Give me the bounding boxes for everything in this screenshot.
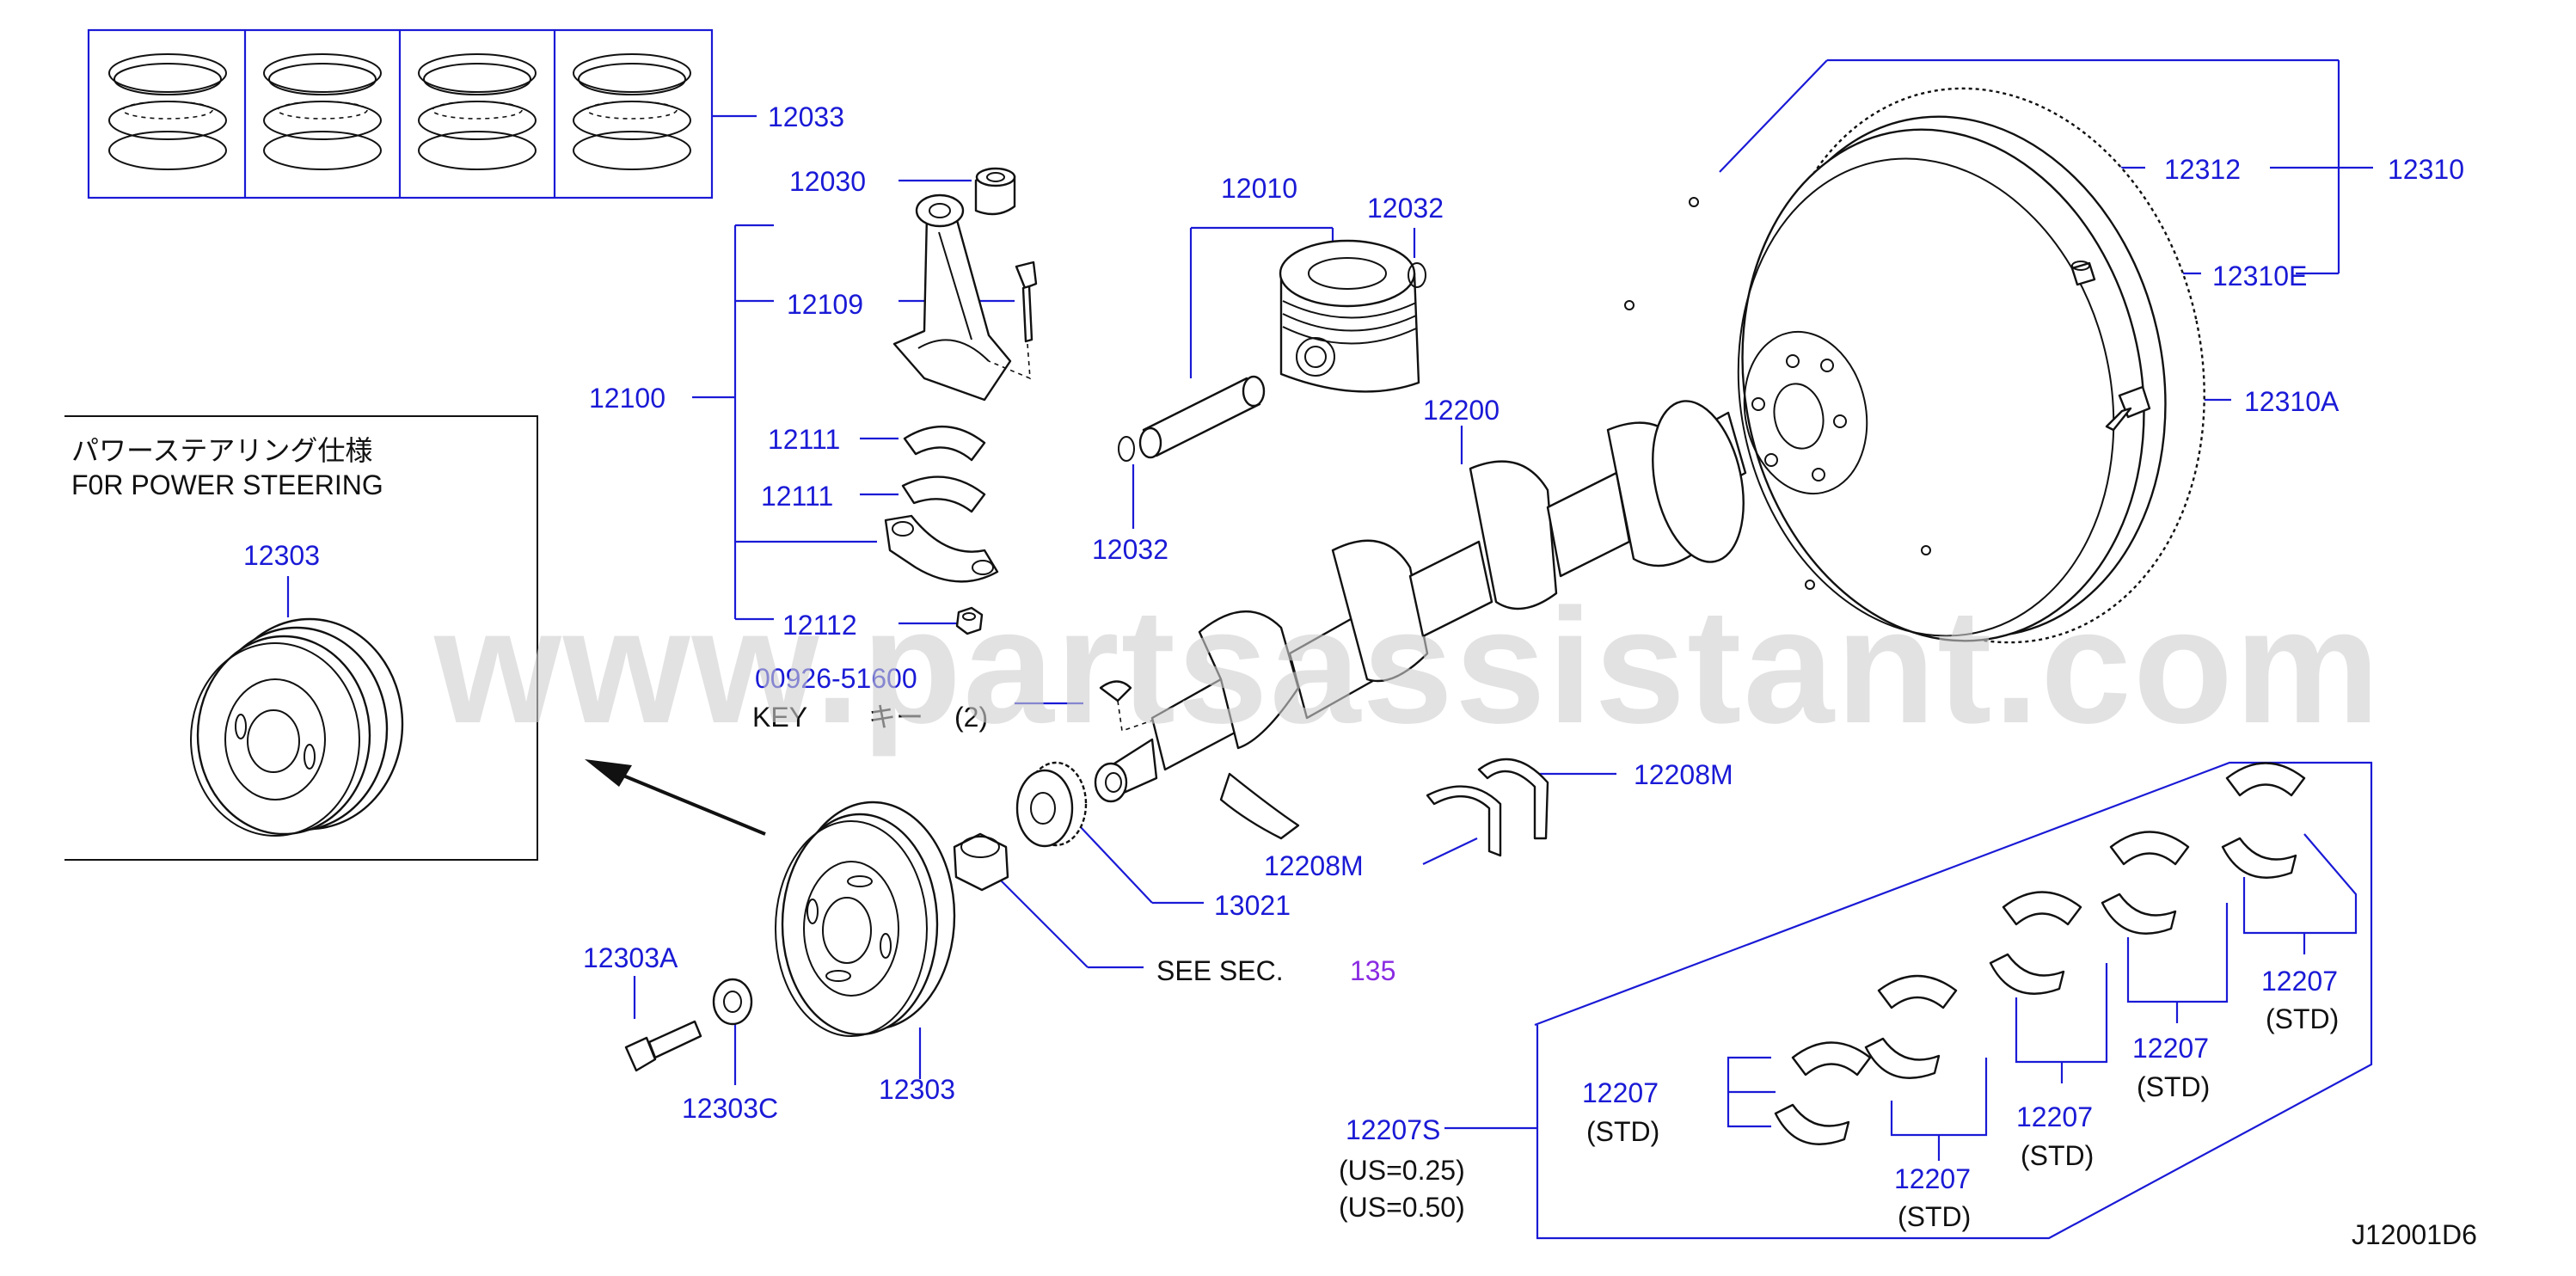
inset-crank-pulley[interactable] bbox=[190, 617, 404, 837]
piston-snap-ring-bottom[interactable] bbox=[1118, 436, 1135, 462]
pointer-arrow bbox=[585, 759, 766, 836]
inset-title-jp: パワーステアリング仕様 bbox=[71, 435, 372, 466]
main-bearing-pair-5[interactable] bbox=[2221, 762, 2306, 879]
flywheel[interactable] bbox=[1616, 47, 2254, 684]
label-12208M-top[interactable]: 12208M bbox=[1634, 759, 1733, 790]
label-12112[interactable]: 12112 bbox=[782, 610, 857, 641]
std-5: (STD) bbox=[2266, 1003, 2339, 1034]
thrust-bearing-upper[interactable] bbox=[1477, 758, 1549, 840]
section-ref-135[interactable]: 135 bbox=[1350, 955, 1395, 986]
label-12100[interactable]: 12100 bbox=[589, 383, 665, 414]
main-bearing-pair-4[interactable] bbox=[2101, 831, 2190, 935]
piston[interactable] bbox=[1279, 239, 1420, 393]
watermark: www.partsassistant.com bbox=[433, 575, 2382, 758]
label-12303C[interactable]: 12303C bbox=[682, 1093, 778, 1124]
crank-pulley-nut[interactable] bbox=[953, 832, 1009, 892]
pulley-bolt[interactable] bbox=[624, 1020, 702, 1072]
label-12207-2[interactable]: 12207 bbox=[1894, 1163, 1971, 1194]
power-steering-inset: パワーステアリング仕様 F0R POWER STEERING 12303 bbox=[64, 415, 538, 861]
ring-set-icon bbox=[108, 53, 691, 170]
us-050: (US=0.50) bbox=[1339, 1192, 1465, 1223]
std-3: (STD) bbox=[2021, 1140, 2094, 1171]
label-12208M-bottom[interactable]: 12208M bbox=[1264, 850, 1364, 881]
main-bearing-pair-3[interactable] bbox=[1989, 891, 2082, 995]
label-12200[interactable]: 12200 bbox=[1423, 395, 1500, 426]
rod-cap[interactable] bbox=[884, 514, 999, 583]
main-bearing-pair-2[interactable] bbox=[1864, 974, 1958, 1079]
diagram-code: J12001D6 bbox=[2352, 1219, 2477, 1250]
crank-key[interactable] bbox=[1099, 680, 1153, 733]
key-text: KEY bbox=[752, 702, 807, 733]
std-2: (STD) bbox=[1898, 1201, 1971, 1232]
label-12033[interactable]: 12033 bbox=[768, 101, 844, 132]
label-12207-4[interactable]: 12207 bbox=[2132, 1033, 2209, 1064]
label-12207-3[interactable]: 12207 bbox=[2016, 1101, 2093, 1132]
label-12032-top[interactable]: 12032 bbox=[1367, 193, 1444, 224]
std-1: (STD) bbox=[1586, 1116, 1659, 1147]
label-12030[interactable]: 12030 bbox=[789, 166, 866, 197]
label-12310E[interactable]: 12310E bbox=[2212, 261, 2307, 291]
crank-pulley[interactable] bbox=[775, 801, 956, 1037]
rod-bearing-lower[interactable] bbox=[901, 475, 986, 513]
thrust-bearing-lower[interactable] bbox=[1426, 785, 1502, 857]
connecting-rod[interactable] bbox=[892, 193, 1012, 402]
rod-bearing-upper[interactable] bbox=[903, 425, 986, 462]
label-12310A[interactable]: 12310A bbox=[2244, 386, 2340, 417]
label-12109[interactable]: 12109 bbox=[787, 289, 863, 320]
rod-bolt[interactable] bbox=[988, 261, 1038, 380]
small-end-bushing[interactable] bbox=[974, 167, 1016, 216]
inset-title-en: F0R POWER STEERING bbox=[71, 469, 383, 500]
us-025: (US=0.25) bbox=[1339, 1155, 1465, 1186]
label-12010[interactable]: 12010 bbox=[1221, 173, 1297, 204]
see-section-text: SEE SEC. bbox=[1156, 955, 1284, 986]
label-12207-5[interactable]: 12207 bbox=[2261, 966, 2338, 997]
label-00926-51600[interactable]: 00926-51600 bbox=[755, 663, 917, 694]
piston-pin[interactable] bbox=[1138, 375, 1266, 459]
label-12111-lower[interactable]: 12111 bbox=[761, 481, 833, 512]
label-12303[interactable]: 12303 bbox=[879, 1074, 955, 1105]
label-12111-upper[interactable]: 12111 bbox=[768, 424, 840, 455]
label-12303A[interactable]: 12303A bbox=[583, 942, 678, 973]
piston-snap-ring-top[interactable] bbox=[1408, 262, 1426, 288]
piston-ring-set[interactable] bbox=[87, 28, 714, 199]
rod-nut[interactable] bbox=[955, 606, 984, 635]
label-12032-bottom[interactable]: 12032 bbox=[1092, 534, 1168, 565]
label-12207S[interactable]: 12207S bbox=[1346, 1114, 1440, 1145]
label-12310[interactable]: 12310 bbox=[2388, 154, 2464, 185]
inset-label-12303[interactable]: 12303 bbox=[243, 540, 320, 571]
flywheel-bolt[interactable] bbox=[2105, 385, 2151, 432]
label-12207-1[interactable]: 12207 bbox=[1582, 1077, 1659, 1108]
std-4: (STD) bbox=[2137, 1071, 2210, 1102]
key-text-jp: キー bbox=[868, 702, 923, 733]
label-13021[interactable]: 13021 bbox=[1214, 890, 1291, 921]
crankshaft[interactable] bbox=[1094, 393, 1757, 840]
flywheel-dowel[interactable] bbox=[2070, 261, 2096, 286]
pulley-washer[interactable] bbox=[712, 978, 753, 1026]
main-bearing-pair-1[interactable] bbox=[1774, 1041, 1872, 1145]
key-quantity: (2) bbox=[954, 702, 988, 733]
crank-sprocket[interactable] bbox=[1015, 761, 1088, 848]
label-12312[interactable]: 12312 bbox=[2164, 154, 2241, 185]
